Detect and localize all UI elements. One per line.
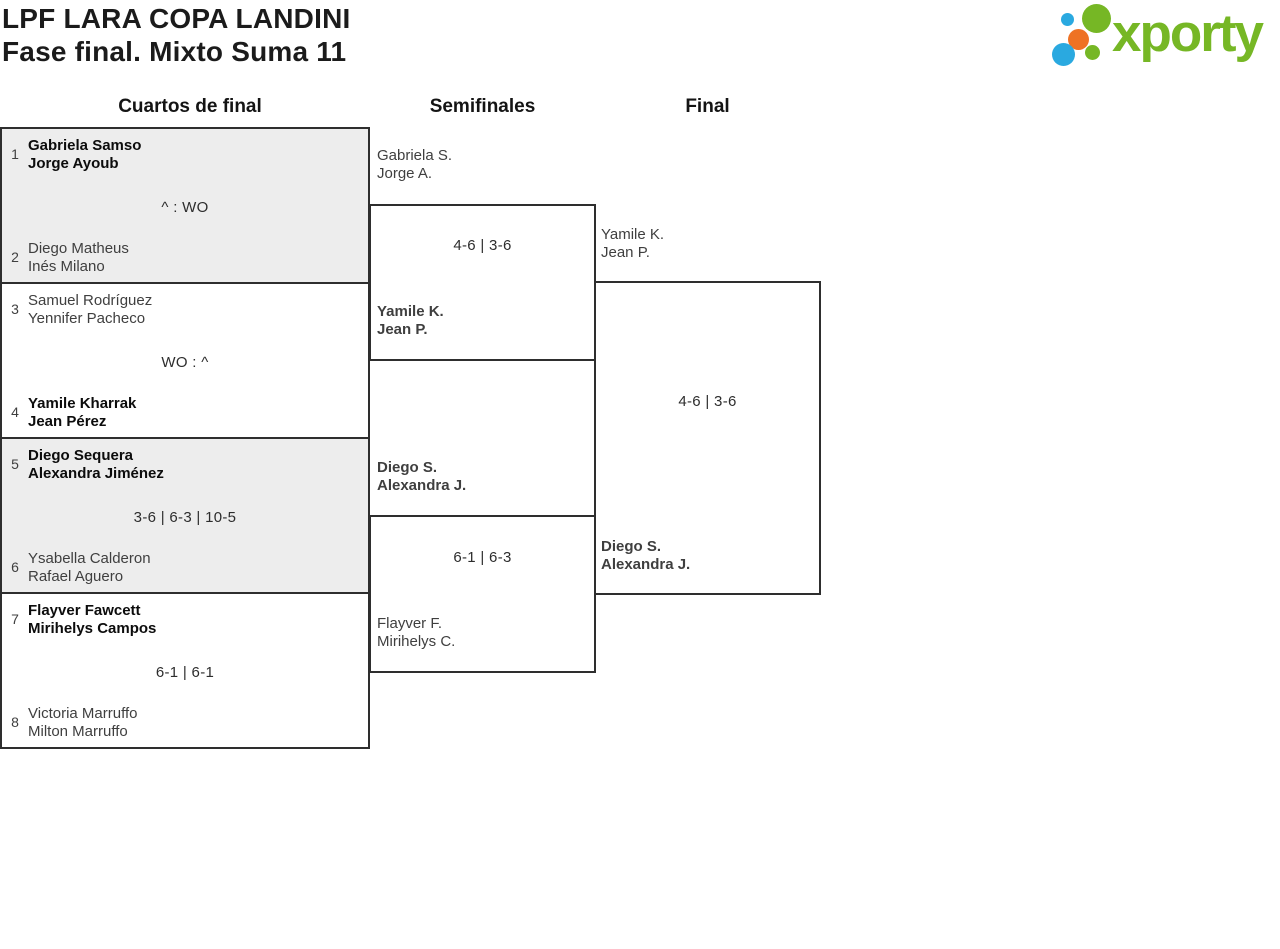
- player-name: Diego S.: [601, 538, 662, 555]
- team-name: Gabriela Samso Jorge Ayoub: [28, 137, 141, 173]
- match-score: ^ : WO: [161, 199, 209, 216]
- team-name: Yamile K. Jean P.: [377, 303, 444, 339]
- team-name: Yamile Kharrak Jean Pérez: [28, 395, 136, 431]
- player-name: Jean P.: [601, 244, 650, 261]
- player-name: Inés Milano: [28, 258, 105, 275]
- match-score: 4-6 | 3-6: [678, 393, 737, 410]
- team-name: Diego S. Alexandra J.: [377, 459, 466, 495]
- player-name: Milton Marruffo: [28, 723, 128, 740]
- team-name: Diego Sequera Alexandra Jiménez: [28, 447, 164, 483]
- match-box-qf3: 5 Diego Sequera Alexandra Jiménez 3-6 | …: [0, 437, 370, 594]
- phase-subtitle: Fase final. Mixto Suma 11: [2, 36, 347, 67]
- team-name: Flayver Fawcett Mirihelys Campos: [28, 602, 156, 638]
- player-name: Yennifer Pacheco: [28, 310, 146, 327]
- player-name: Flayver Fawcett: [28, 602, 141, 619]
- seed-number: 4: [11, 404, 19, 420]
- match-score: 3-6 | 6-3 | 10-5: [133, 509, 237, 526]
- column-header-semifinals: Semifinales: [429, 96, 536, 117]
- team-name: Victoria Marruffo Milton Marruffo: [28, 705, 138, 741]
- player-name: Diego S.: [377, 459, 438, 476]
- team-name: Yamile K. Jean P.: [601, 226, 664, 262]
- match-box-final: [594, 281, 821, 595]
- column-header-quarterfinals: Cuartos de final: [118, 96, 262, 117]
- seed-number: 2: [11, 249, 19, 265]
- match-box-qf4: 7 Flayver Fawcett Mirihelys Campos 6-1 |…: [0, 592, 370, 749]
- player-name: Jorge A.: [377, 165, 433, 182]
- seed-number: 5: [11, 456, 19, 472]
- player-name: Gabriela Samso: [28, 137, 142, 154]
- player-name: Alexandra Jiménez: [28, 465, 164, 482]
- team-name: Diego Matheus Inés Milano: [28, 240, 129, 276]
- player-name: Jorge Ayoub: [28, 155, 119, 172]
- seed-number: 1: [11, 146, 19, 162]
- logo-dot-blue-large-icon: [1052, 43, 1075, 66]
- player-name: Jean Pérez: [28, 413, 107, 430]
- player-name: Rafael Aguero: [28, 568, 124, 585]
- match-box-qf1: 1 Gabriela Samso Jorge Ayoub ^ : WO 2 Di…: [0, 127, 370, 284]
- player-name: Jean P.: [377, 321, 428, 338]
- team-name: Diego S. Alexandra J.: [601, 538, 690, 574]
- player-name: Alexandra J.: [377, 477, 467, 494]
- player-name: Yamile K.: [601, 226, 665, 243]
- match-score: 6-1 | 6-1: [155, 664, 215, 681]
- tournament-name: LPF LARA COPA LANDINI: [2, 3, 351, 34]
- logo-dot-orange-icon: [1068, 29, 1089, 50]
- match-box-qf2: 3 Samuel Rodríguez Yennifer Pacheco WO :…: [0, 282, 370, 439]
- player-name: Gabriela S.: [377, 147, 453, 164]
- player-name: Yamile Kharrak: [28, 395, 137, 412]
- seed-number: 6: [11, 559, 19, 575]
- xporty-logo[interactable]: xporty: [1048, 2, 1278, 72]
- team-name: Samuel Rodríguez Yennifer Pacheco: [28, 292, 152, 328]
- player-name: Mirihelys Campos: [28, 620, 157, 637]
- logo-wordmark: xporty: [1112, 4, 1264, 63]
- page-title: LPF LARA COPA LANDINI Fase final. Mixto …: [2, 2, 350, 68]
- match-score: 4-6 | 3-6: [453, 237, 512, 254]
- team-name: Flayver F. Mirihelys C.: [377, 615, 455, 651]
- match-score: 6-1 | 6-3: [453, 549, 512, 566]
- team-name: Gabriela S. Jorge A.: [377, 147, 452, 183]
- team-name: Ysabella Calderon Rafael Aguero: [28, 550, 151, 586]
- seed-number: 8: [11, 714, 19, 730]
- column-header-final: Final: [685, 96, 730, 117]
- seed-number: 3: [11, 301, 19, 317]
- logo-dot-green-small-icon: [1085, 45, 1100, 60]
- player-name: Ysabella Calderon: [28, 550, 151, 567]
- logo-dot-green-large-icon: [1082, 4, 1111, 33]
- player-name: Victoria Marruffo: [28, 705, 138, 722]
- player-name: Diego Sequera: [28, 447, 134, 464]
- player-name: Flayver F.: [377, 615, 443, 632]
- player-name: Yamile K.: [377, 303, 444, 320]
- player-name: Alexandra J.: [601, 556, 691, 573]
- player-name: Diego Matheus: [28, 240, 129, 257]
- player-name: Samuel Rodríguez: [28, 292, 153, 309]
- match-score: WO : ^: [161, 354, 209, 371]
- player-name: Mirihelys C.: [377, 633, 456, 650]
- seed-number: 7: [11, 611, 19, 627]
- logo-dot-blue-small-icon: [1061, 13, 1074, 26]
